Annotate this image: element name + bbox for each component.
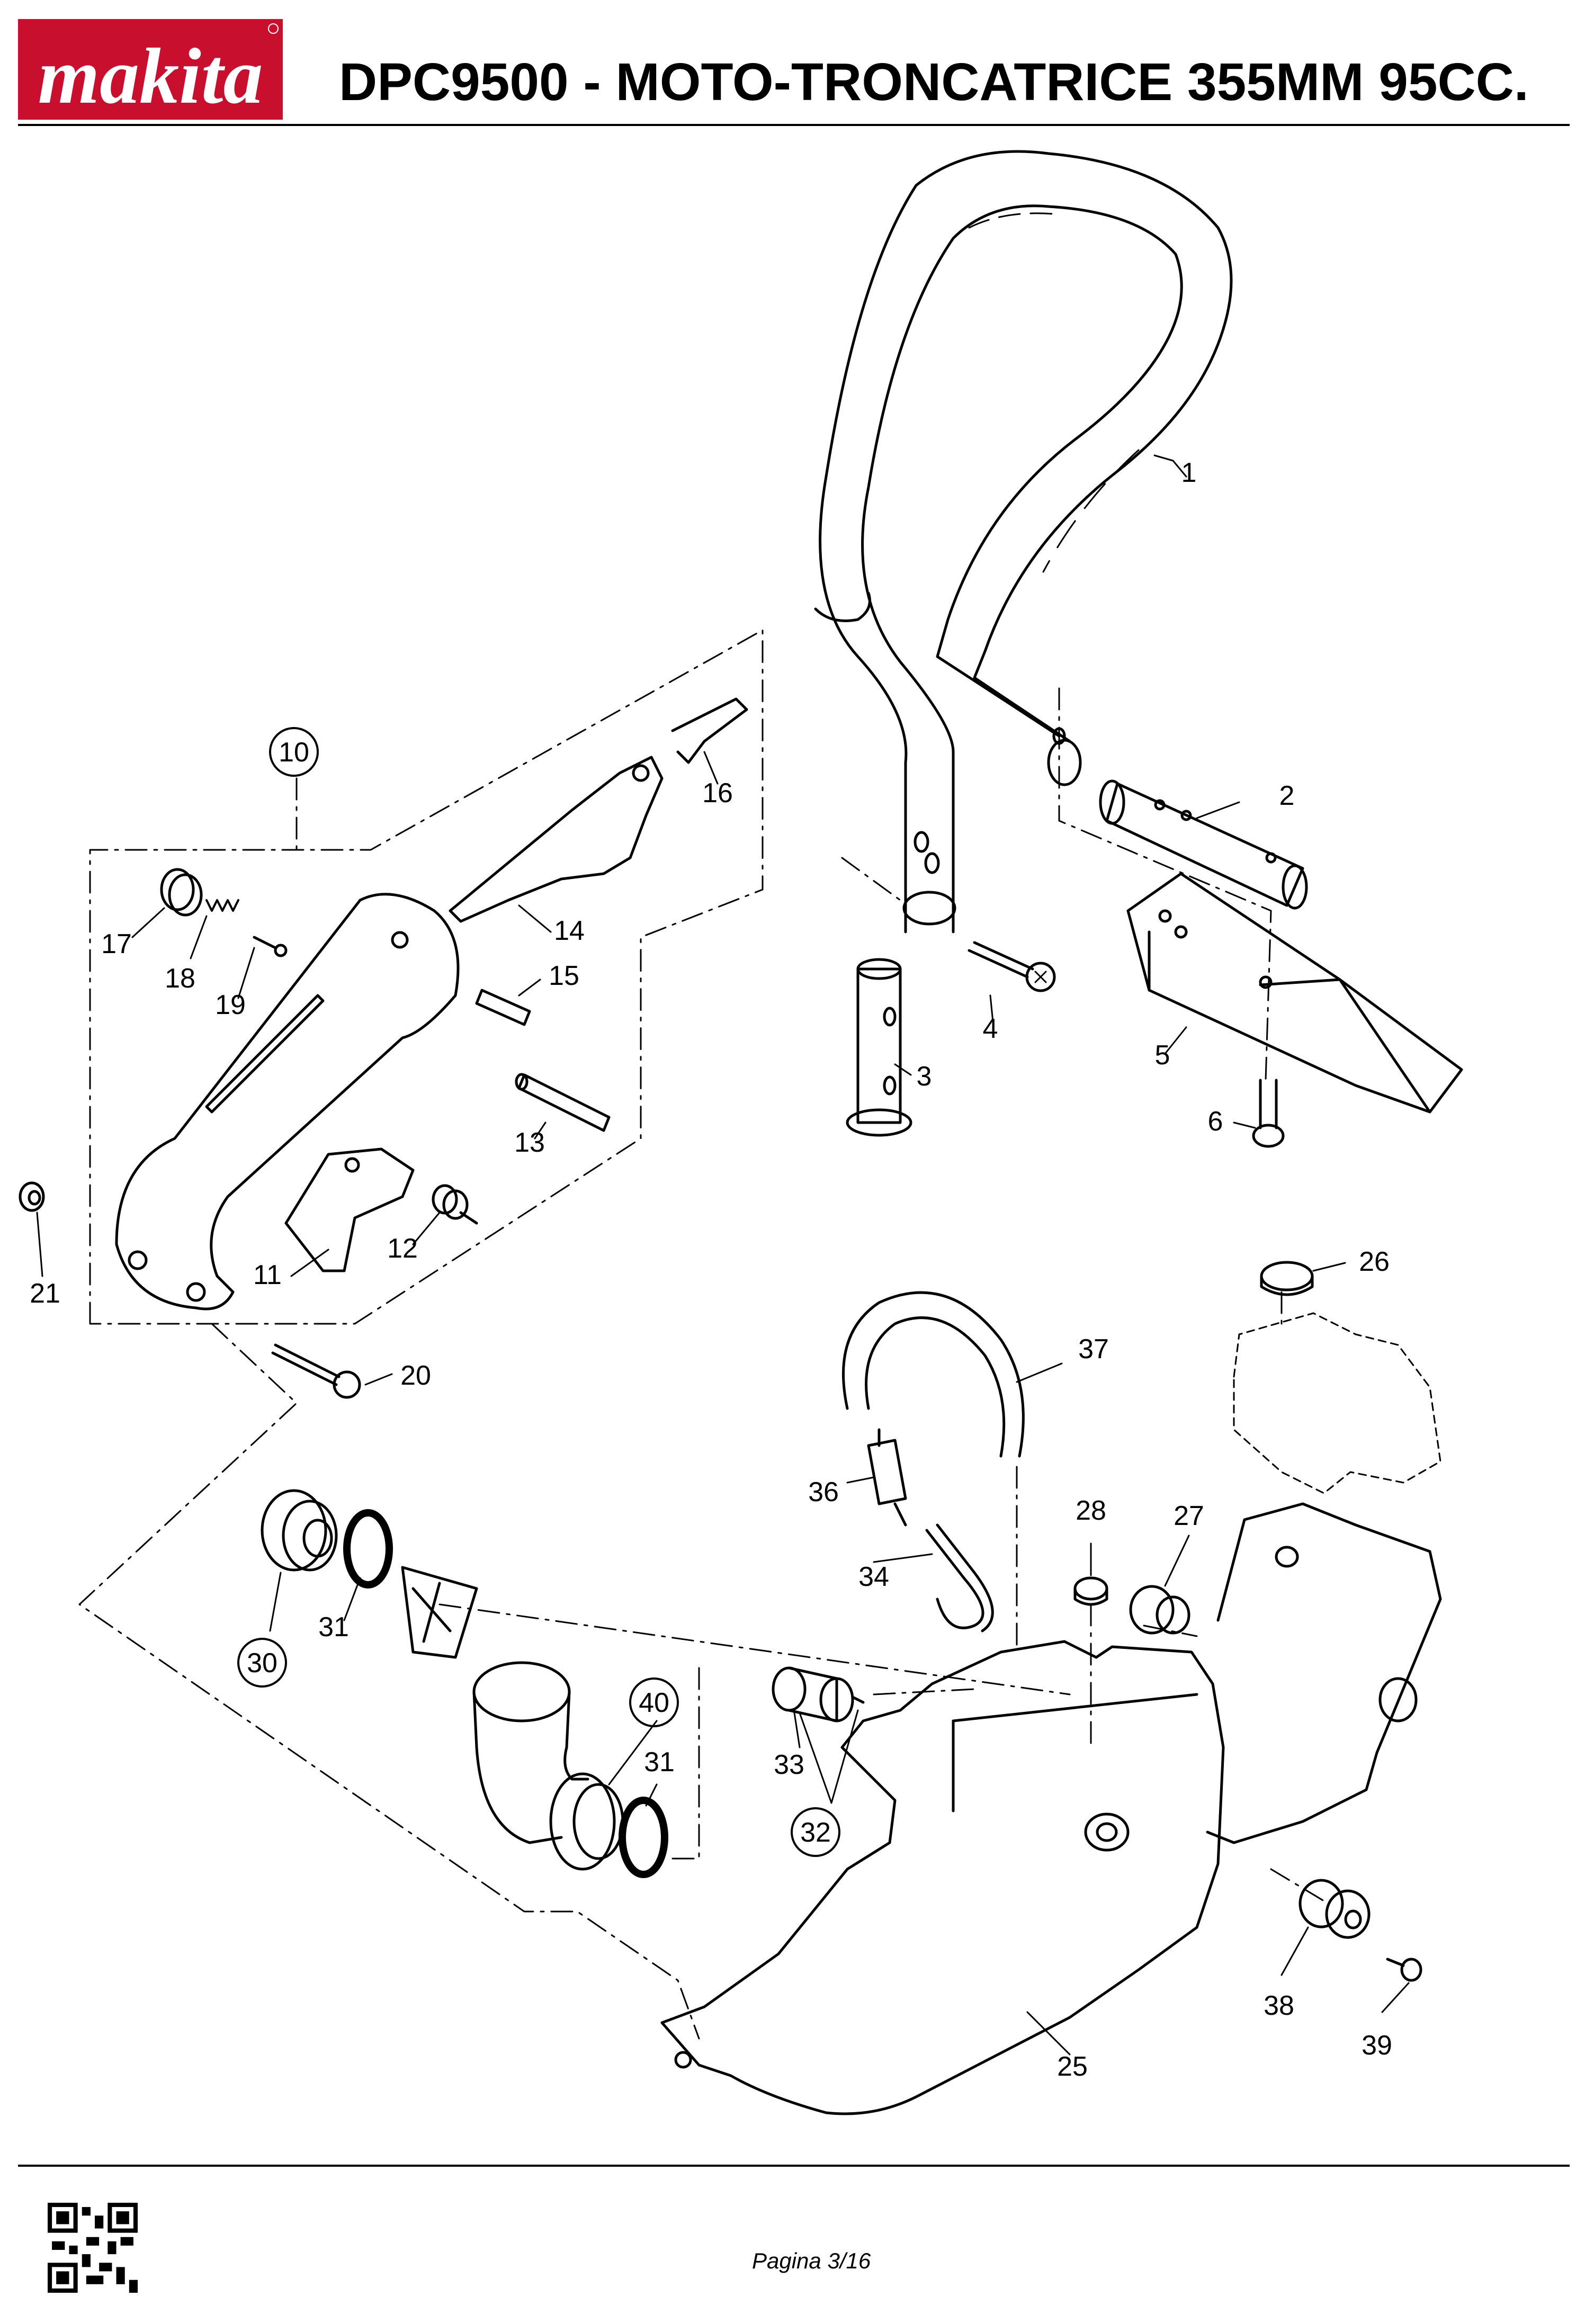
part-40-filler-neck	[472, 1661, 624, 1871]
part-25-tank-body	[660, 1502, 1442, 2115]
part-label: 11	[253, 1260, 282, 1290]
part-4-screw	[968, 941, 1056, 992]
part-label: 39	[1362, 2030, 1392, 2061]
part-27-grommet	[1129, 1585, 1190, 1635]
part-label: 3	[917, 1061, 932, 1092]
logo-text: makita	[38, 32, 263, 120]
part-13-pin	[515, 1073, 611, 1132]
part-2-sleeve	[1099, 779, 1308, 910]
part-26-plug	[1260, 1261, 1314, 1296]
part-21-nut	[19, 1181, 45, 1212]
part-32-filter-cap	[851, 1695, 865, 1704]
part-6-screw	[1252, 1079, 1285, 1148]
header-divider	[18, 124, 1570, 126]
part-10-rear-handle-assembly	[115, 893, 460, 1311]
part-17-cap	[160, 868, 203, 917]
part-31-o-ring	[343, 1509, 393, 1589]
part-label: 31	[318, 1612, 349, 1643]
part-label: 18	[165, 963, 195, 994]
part-15-pin	[475, 989, 531, 1026]
part-label: 20	[400, 1360, 431, 1391]
part-label: 36	[808, 1477, 839, 1508]
part-39-screw	[1386, 1958, 1422, 1982]
reference-housing-ghost	[1233, 1312, 1441, 1494]
part-labels: 1 2 3 4 5 6 10 11 12 13 14 15 16 17 18 1…	[30, 457, 1392, 2082]
part-label: 15	[549, 961, 579, 991]
part-label: 28	[1076, 1495, 1106, 1526]
part-label: 13	[514, 1127, 545, 1158]
part-20-screw	[271, 1343, 361, 1399]
makita-logo: makita	[18, 19, 283, 120]
part-19-screw	[253, 936, 288, 957]
part-label: 1	[1181, 457, 1197, 488]
part-label-circled: 10	[279, 737, 309, 768]
part-31-o-ring-lower	[619, 1797, 668, 1878]
page-number: Pagina 3/16	[752, 2248, 871, 2273]
part-label: 17	[101, 929, 132, 959]
part-1-front-handle	[814, 150, 1233, 934]
part-34-fuel-line	[925, 1523, 994, 1632]
part-30-fuel-cap	[261, 1489, 338, 1572]
part-label: 16	[702, 778, 733, 809]
part-14-trigger	[449, 756, 664, 923]
part-37-hose	[842, 1291, 1025, 1458]
page-title: DPC9500 - MOTO-TRONCATRICE 355MM 95CC.	[339, 52, 1529, 112]
part-label-circled: 32	[800, 1817, 831, 1848]
part-label: 5	[1155, 1040, 1170, 1071]
page-header: makita DPC9500 - MOTO-TRONCATRICE 355MM …	[0, 0, 1576, 127]
part-label: 19	[215, 990, 246, 1020]
qr-code-icon	[48, 2203, 138, 2293]
part-label: 2	[1279, 780, 1295, 811]
part-3-tube	[846, 958, 912, 1137]
part-33-fuel-filter	[772, 1666, 854, 1722]
part-28-cap	[1073, 1576, 1108, 1606]
leader-lines	[36, 454, 1410, 2056]
part-label: 37	[1078, 1334, 1109, 1365]
part-filter-strainer	[401, 1566, 478, 1659]
part-label: 14	[554, 916, 585, 946]
part-label: 34	[858, 1562, 889, 1592]
part-18-spring	[205, 899, 239, 912]
part-label: 31	[644, 1747, 675, 1778]
assembly-guide-lines	[78, 629, 1325, 2040]
part-12-spring	[432, 1184, 478, 1225]
part-label-circled: 30	[247, 1648, 277, 1679]
part-5-bracket	[1126, 872, 1463, 1114]
part-label: 26	[1359, 1246, 1390, 1277]
part-38-mount	[1299, 1879, 1371, 1939]
part-label: 27	[1174, 1501, 1204, 1531]
part-label-circled: 40	[639, 1688, 669, 1718]
part-label: 33	[774, 1749, 804, 1780]
footer-divider	[18, 2165, 1570, 2167]
part-label: 4	[983, 1013, 998, 1044]
part-label: 25	[1057, 2051, 1088, 2082]
part-label: 6	[1208, 1106, 1223, 1137]
part-36-fitting	[867, 1428, 907, 1527]
part-16-clip	[671, 697, 748, 764]
part-label: 21	[30, 1278, 60, 1309]
part-label: 12	[387, 1233, 418, 1264]
part-label: 38	[1264, 1990, 1294, 2021]
part-11-lever	[284, 1147, 415, 1272]
